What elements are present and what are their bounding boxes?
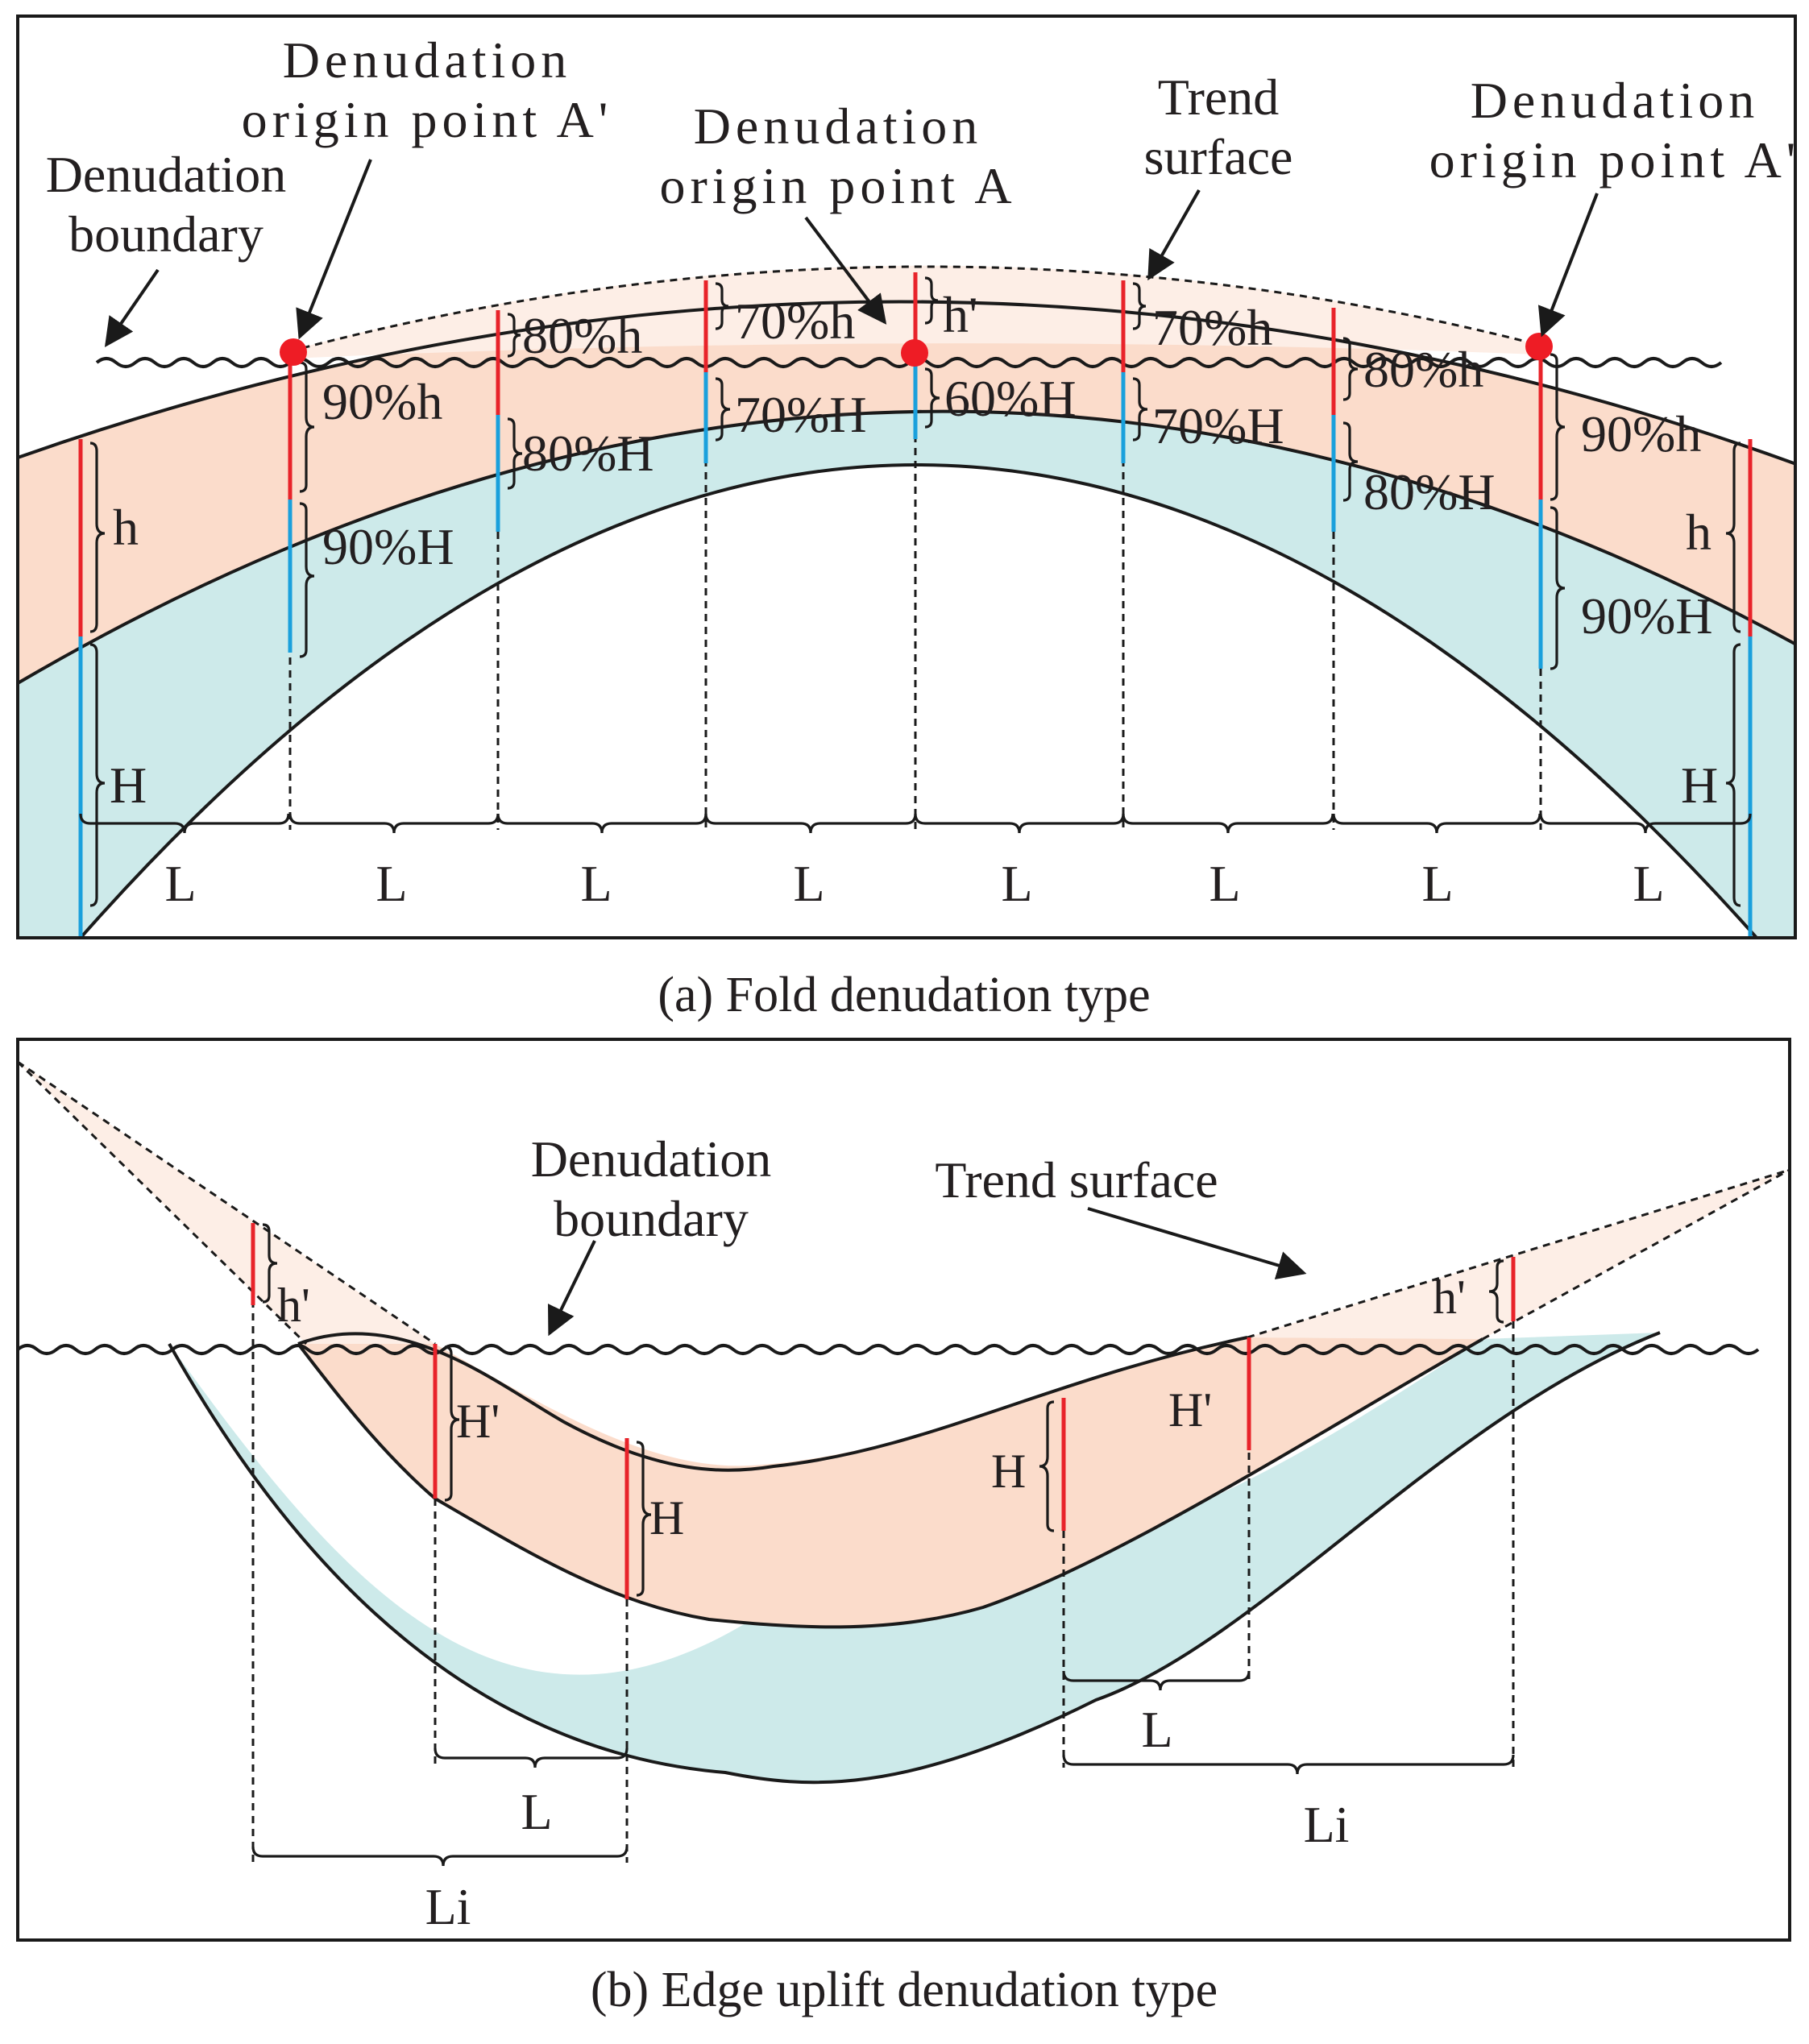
panel-b-frame xyxy=(16,1038,1791,1942)
eroded-top-cover xyxy=(18,16,1795,354)
spacing-labels: L L L L L L L L xyxy=(164,855,1664,912)
right-inner-label: H xyxy=(991,1445,1026,1498)
arrow-to-trend-surface xyxy=(1147,189,1201,281)
lower-layer-band xyxy=(18,411,1795,938)
spacing-label: L xyxy=(1209,855,1240,912)
thickness-label: H xyxy=(1681,757,1718,814)
panel-a-frame xyxy=(16,15,1797,939)
thickness-braces xyxy=(262,1223,1504,1597)
thickness-label: 80%h xyxy=(522,307,642,364)
thickness-markers xyxy=(251,1223,1516,1599)
lower-thickness-labels: H 90%H 80%H 70%H 60%H 70%H 80%H 90%H H xyxy=(110,370,1718,814)
arrow-to-origin-left xyxy=(296,159,372,340)
thickness-label: 80%h xyxy=(1363,341,1483,398)
left-eroded-label: h' xyxy=(277,1279,310,1332)
spacing-label: L xyxy=(1421,855,1453,912)
thickness-markers xyxy=(78,272,1753,938)
spacing-label: L xyxy=(1633,855,1664,912)
thickness-label: 90%h xyxy=(322,373,442,430)
layer-interface-boundary xyxy=(297,1337,1483,1629)
thickness-label: 60%H xyxy=(944,370,1077,427)
origin-point-right xyxy=(1525,333,1553,360)
arrow-to-origin-right xyxy=(1537,193,1599,338)
arrow-to-origin-center xyxy=(804,216,887,325)
thickness-label: 70%h xyxy=(735,292,855,350)
spacing-guides xyxy=(251,1300,1515,1863)
right-outer-label: H' xyxy=(1168,1383,1212,1437)
spacing-braces xyxy=(79,813,1752,834)
thickness-label: h xyxy=(1686,504,1711,561)
trend-surface-right xyxy=(1247,1168,1790,1339)
right-Li-label: Li xyxy=(1304,1796,1350,1853)
upper-layer-band xyxy=(18,301,1795,683)
denudation-boundary-line xyxy=(18,1344,1760,1355)
thickness-label: h xyxy=(113,499,139,556)
lower-layer-base-boundary xyxy=(168,1331,1661,1785)
spacing-label: L xyxy=(375,855,407,912)
spacing-braces xyxy=(251,1670,1515,1867)
left-outer-label: H' xyxy=(456,1395,500,1448)
right-eroded-label: h' xyxy=(1433,1271,1466,1324)
arrow-to-denudation-boundary xyxy=(548,1240,596,1337)
spacing-label: L xyxy=(580,855,612,912)
lower-layer-base-boundary xyxy=(79,463,1758,938)
thickness-label: 80%H xyxy=(522,425,654,482)
spacing-label: L xyxy=(1001,855,1032,912)
trend-surface-line xyxy=(289,265,1540,353)
right-L-label: L xyxy=(1141,1701,1172,1758)
trend-surface-label: Trend surface xyxy=(935,1151,1218,1209)
spacing-label: L xyxy=(793,855,824,912)
thickness-label: h' xyxy=(943,286,978,343)
trend-surface-right-2 xyxy=(1482,1168,1790,1341)
thickness-label: 70%h xyxy=(1152,299,1272,356)
origin-point-left xyxy=(280,338,307,366)
thickness-label: 90%H xyxy=(322,518,454,575)
trend-surface-left xyxy=(18,1060,436,1345)
thickness-label: 70%H xyxy=(1152,397,1284,454)
panel-b-caption: (b) Edge uplift denudation type xyxy=(591,1963,1218,2017)
spacing-label: L xyxy=(164,855,196,912)
thickness-label: 70%H xyxy=(735,386,867,443)
left-inner-label: H xyxy=(649,1491,684,1544)
left-L-label: L xyxy=(521,1783,552,1840)
thickness-label: 90%H xyxy=(1581,587,1713,645)
upper-layer-band xyxy=(298,1337,1483,1627)
lower-layer-band xyxy=(169,1333,1660,1783)
thickness-label: 80%H xyxy=(1363,463,1496,520)
thickness-label: H xyxy=(110,757,147,814)
left-Li-label: Li xyxy=(425,1878,471,1935)
arrow-to-trend-surface xyxy=(1087,1207,1307,1279)
thickness-label: 90%h xyxy=(1581,405,1701,462)
panel-a-caption: (a) Fold denudation type xyxy=(658,968,1150,1022)
arrow-to-denudation-boundary xyxy=(104,268,160,347)
origin-point-center xyxy=(901,339,928,367)
upper-layer-top-boundary xyxy=(18,300,1795,466)
upper-thickness-labels: h 90%h 80%h 70%h h' 70%h 80%h 90%h h xyxy=(113,286,1711,561)
trend-surface-left-2 xyxy=(18,1060,308,1345)
thickness-braces xyxy=(89,276,1741,907)
